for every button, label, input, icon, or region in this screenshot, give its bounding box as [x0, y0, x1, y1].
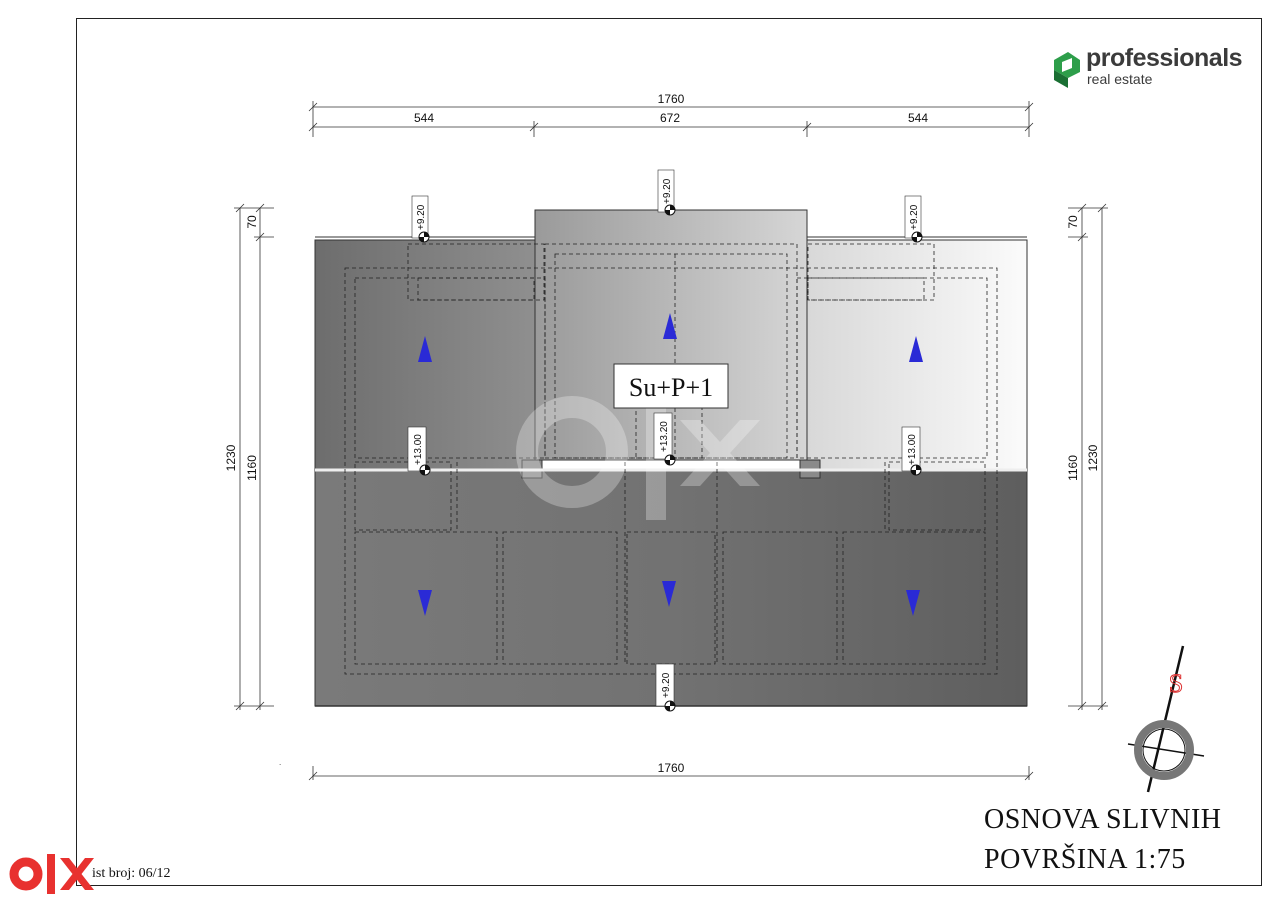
slope-arrow-up-left: [418, 336, 432, 362]
dim-right-inner: 1160: [1066, 455, 1080, 481]
sheet-number: ist broj: 06/12: [92, 866, 171, 881]
olx-logo-icon: [9, 854, 94, 894]
slope-arrow-up-right: [909, 336, 923, 362]
slope-arrows: [418, 313, 923, 616]
elevation-markers: +9.20 +9.20 +9.20 +13.00 +13.20 +13.00: [407, 169, 923, 712]
svg-text:+13.00: +13.00: [413, 434, 424, 465]
dim-top-segment-1: 544: [414, 111, 434, 125]
slope-arrow-down-left: [418, 590, 432, 616]
svg-text:+9.20: +9.20: [909, 204, 920, 230]
dimension-lines-right: [1068, 203, 1108, 711]
compass-icon: S: [1127, 645, 1205, 793]
dimension-lines-top: [308, 101, 1034, 137]
brand-name: professionals: [1086, 44, 1243, 72]
elevation-mid-center: +13.20: [653, 412, 676, 466]
slope-arrow-up-center: [663, 313, 677, 339]
svg-text:+9.20: +9.20: [416, 204, 427, 230]
svg-text:+9.20: +9.20: [662, 178, 673, 204]
svg-text:+9.20: +9.20: [661, 672, 672, 698]
dim-right-outer: 1230: [1086, 444, 1100, 471]
elevation-mid-left: +13.00: [407, 426, 431, 476]
drawing-title: OSNOVA SLIVNIH POVRŠINA 1:75: [984, 800, 1222, 880]
plan-label-box: [613, 363, 729, 409]
dimension-lines-bottom: [308, 766, 1034, 781]
brand-logo: professionals real estate: [1052, 44, 1252, 90]
brand-subtitle: real estate: [1087, 71, 1153, 87]
svg-text:+13.20: +13.20: [659, 421, 670, 452]
elevation-top-center: +9.20: [657, 169, 676, 216]
dim-right-top: 70: [1066, 215, 1080, 229]
dim-left-top: 70: [245, 215, 259, 229]
brand-mark-icon: [1054, 52, 1080, 88]
slope-arrow-down-center: [662, 581, 676, 607]
plan-label: Su+P+1: [629, 373, 713, 402]
elevation-top-left: +9.20: [411, 195, 430, 243]
dim-left-inner: 1160: [245, 455, 259, 481]
elevation-bottom-center: +9.20: [655, 663, 676, 712]
hidden-lines: [344, 243, 998, 675]
drawing-title-line-2: POVRŠINA 1:75: [984, 844, 1186, 875]
compass-letter: S: [1169, 669, 1183, 698]
svg-text:.: .: [279, 758, 281, 767]
elevation-mid-right: +13.00: [901, 426, 922, 476]
svg-text:+13.00: +13.00: [907, 434, 918, 465]
dim-top-segment-3: 544: [908, 111, 928, 125]
drawing-frame: [76, 18, 1262, 886]
dim-top-segment-2: 672: [660, 111, 680, 125]
dim-top-total: 1760: [658, 92, 685, 106]
drawing-title-line-1: OSNOVA SLIVNIH: [984, 804, 1222, 835]
elevation-top-right: +9.20: [904, 195, 923, 243]
dim-bottom-total: 1760: [658, 761, 685, 775]
slope-arrow-down-right: [906, 590, 920, 616]
dimension-lines-left: [234, 203, 274, 711]
dim-left-outer: 1230: [224, 444, 238, 471]
